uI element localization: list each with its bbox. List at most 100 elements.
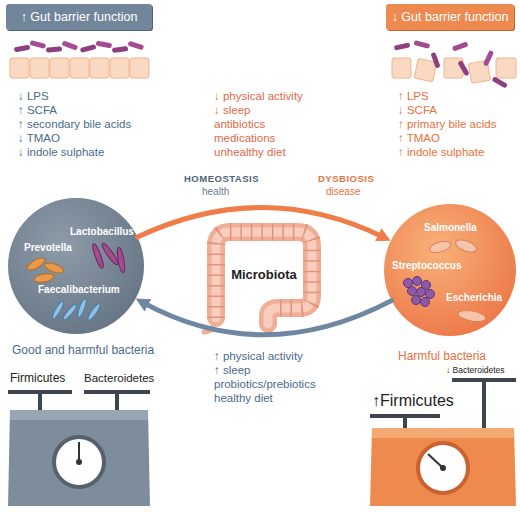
annotation-text: ↑ secondary bile acids [18,118,131,131]
bacterium [76,298,88,319]
healthy-epithelium [10,40,149,78]
annotation-text: ↓ TMAO [18,132,60,145]
node-text: Good and harmful bacteria [12,344,154,358]
annotation-text: ↓ LPS [18,90,49,103]
epithelial-cell [10,58,29,78]
node-text: ↓ Bacteroidetes [446,366,505,376]
annotation-text: ↑ TMAO [398,132,440,145]
prevotella-cells [25,256,64,284]
cycle-arrow [138,208,384,238]
bacterium [112,46,129,53]
scale-dial [418,443,468,493]
bacterium [33,272,54,283]
annotation-text: DYSBIOSIS [318,174,374,185]
node-text: Escherichia [446,292,502,304]
balance-scale: Firmicutes Bacteroidetes [4,368,154,508]
needle-hub [440,465,446,471]
annotation-text: health [202,186,229,198]
annotation-text: ↓ SCFA [398,104,437,117]
needle-hub [76,459,82,465]
bacterium [62,303,79,322]
annotation-text: ↓ sleep [214,104,250,117]
bacterium [29,40,46,49]
bacterium [61,40,78,50]
escherichia-cells [457,309,486,324]
microbiota-colon: Microbiota [204,222,324,332]
bacteria-circle: PrevotellaLactobacillusFaecalibacteriumG… [8,198,144,334]
annotation-text: ↑ primary bile acids [398,118,496,131]
coccus [413,277,422,286]
bacterium [96,41,113,49]
scale-base [8,410,150,506]
bacterium [492,76,508,88]
epithelial-cell [50,58,69,78]
scale-pan [370,414,440,418]
scale-pan [8,390,72,394]
scale-pan [452,378,516,382]
bacterium [51,300,65,320]
bacterium [91,243,105,269]
bacterium [457,60,469,76]
barrier-tag: ↑ Gut barrier function [6,4,152,30]
node-text: Prevotella [24,242,72,254]
node-text: Lactobacillus [70,226,134,238]
bacterium [25,256,46,273]
bacterium [452,41,469,51]
bacterium [86,302,102,321]
bacterium [483,50,494,67]
barrier-tag: ↓ Gut barrier function [386,4,514,30]
scale-pan [84,390,150,394]
bacterium [454,238,478,255]
balance-scale: ↑Firmicutes↓ Bacteroidetes [366,362,518,510]
annotation-text: ↓ indole sulphate [18,146,104,159]
coccus [422,281,431,290]
annotation-text: ↑ indole sulphate [398,146,484,159]
tilted-scale [370,378,516,506]
epithelial-cell [30,58,49,78]
epithelial-cell [392,58,411,78]
coccus [426,290,435,299]
annotation-text: ↓ physical activity [214,90,303,103]
node-text: Bacteroidetes [84,372,154,385]
salmonella-cells [428,238,478,255]
bacterium [394,42,411,50]
epithelial-cell [496,58,516,78]
scale-top [372,428,514,438]
node-text: Faecalibacterium [38,284,120,296]
coccus [412,296,421,305]
scale-post [115,394,119,410]
balanced-scale [8,390,150,506]
node-text: Salmonella [424,222,477,234]
bacterium [430,52,440,69]
bacterium [414,40,431,49]
annotation-text: ↑ LPS [398,90,429,103]
coccus [408,287,417,296]
epithelial-cell [70,58,89,78]
bacterium [428,239,452,254]
bacterium [43,261,65,275]
coccus [404,279,413,288]
coccus [417,288,426,297]
node-text: ↓ Gut barrier function [386,10,514,24]
bacteria-circle: SalmonellaStreptococcusEscherichiaHarmfu… [384,204,516,336]
scale-dial [54,437,104,487]
coccus [421,298,430,307]
node-text: Firmicutes [10,372,65,386]
epithelial-cell [110,58,129,78]
annotation-text: ↑ physical activity [214,350,303,363]
bacterium [80,44,97,53]
epithelial-cell [414,58,437,82]
node-text: ↑ Gut barrier function [6,10,152,24]
streptococcus-cells [404,277,435,307]
annotation-text: healthy diet [214,392,273,405]
bacterium [14,45,31,53]
faecalibacterium-cells [51,298,102,322]
annotation-text: medications [214,132,275,145]
annotation-text: unhealthy diet [214,146,286,159]
node-text: Microbiota [204,268,324,283]
annotation-text: ↑ sleep [214,364,250,377]
epithelial-cell [130,58,149,78]
annotation-text: HOMEOSTASIS [184,174,259,185]
